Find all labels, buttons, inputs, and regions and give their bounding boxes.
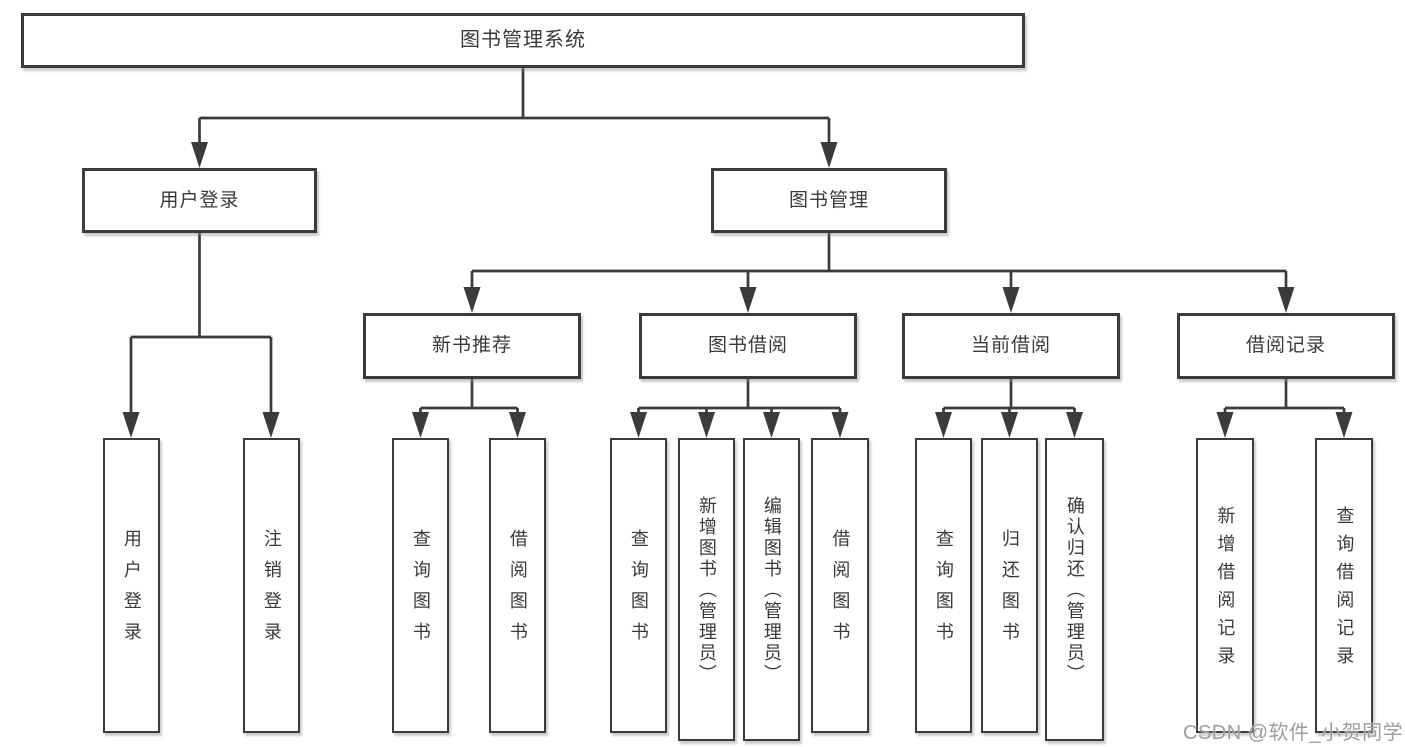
- leaf-add-book-admin: 新增图书（管理员）: [678, 438, 735, 741]
- leaf-user-login: 用户登录: [103, 438, 160, 733]
- node-root: 图书管理系统: [21, 13, 1025, 68]
- node-user-login: 用户登录: [82, 168, 317, 233]
- connector-book-mgmt-split: [470, 233, 1288, 295]
- leaf-query-borrow-record: 查询借阅记录: [1315, 438, 1373, 733]
- leaf-edit-book-admin: 编辑图书（管理员）: [743, 438, 800, 741]
- node-book-borrow: 图书借阅: [639, 313, 857, 379]
- leaf-add-borrow-record: 新增借阅记录: [1196, 438, 1254, 733]
- leaf-borrow-book-recommend: 借阅图书: [489, 438, 546, 733]
- node-book-management: 图书管理: [711, 168, 947, 233]
- leaf-logout: 注销登录: [243, 438, 300, 733]
- leaf-query-book-recommend: 查询图书: [392, 438, 449, 733]
- node-new-book-recommend: 新书推荐: [363, 313, 581, 379]
- connector-root-to-level2: [198, 68, 831, 150]
- leaf-query-book-borrow: 查询图书: [610, 438, 667, 733]
- node-borrow-records: 借阅记录: [1177, 313, 1395, 379]
- connector-book-borrow-split: [637, 379, 842, 418]
- leaf-confirm-return-admin: 确认归还（管理员）: [1045, 438, 1104, 741]
- connector-borrow-records-split: [1223, 379, 1346, 418]
- leaf-query-book-current: 查询图书: [915, 438, 972, 733]
- connector-user-login-split: [129, 233, 273, 418]
- csdn-watermark: CSDN @软件_小贺同学: [1183, 722, 1404, 744]
- connector-new-book-rec-split: [419, 379, 519, 418]
- leaf-return-book: 归还图书: [981, 438, 1038, 733]
- arrowheads: [122, 142, 1353, 438]
- node-current-borrow: 当前借阅: [902, 313, 1120, 379]
- leaf-borrow-book: 借阅图书: [811, 438, 869, 733]
